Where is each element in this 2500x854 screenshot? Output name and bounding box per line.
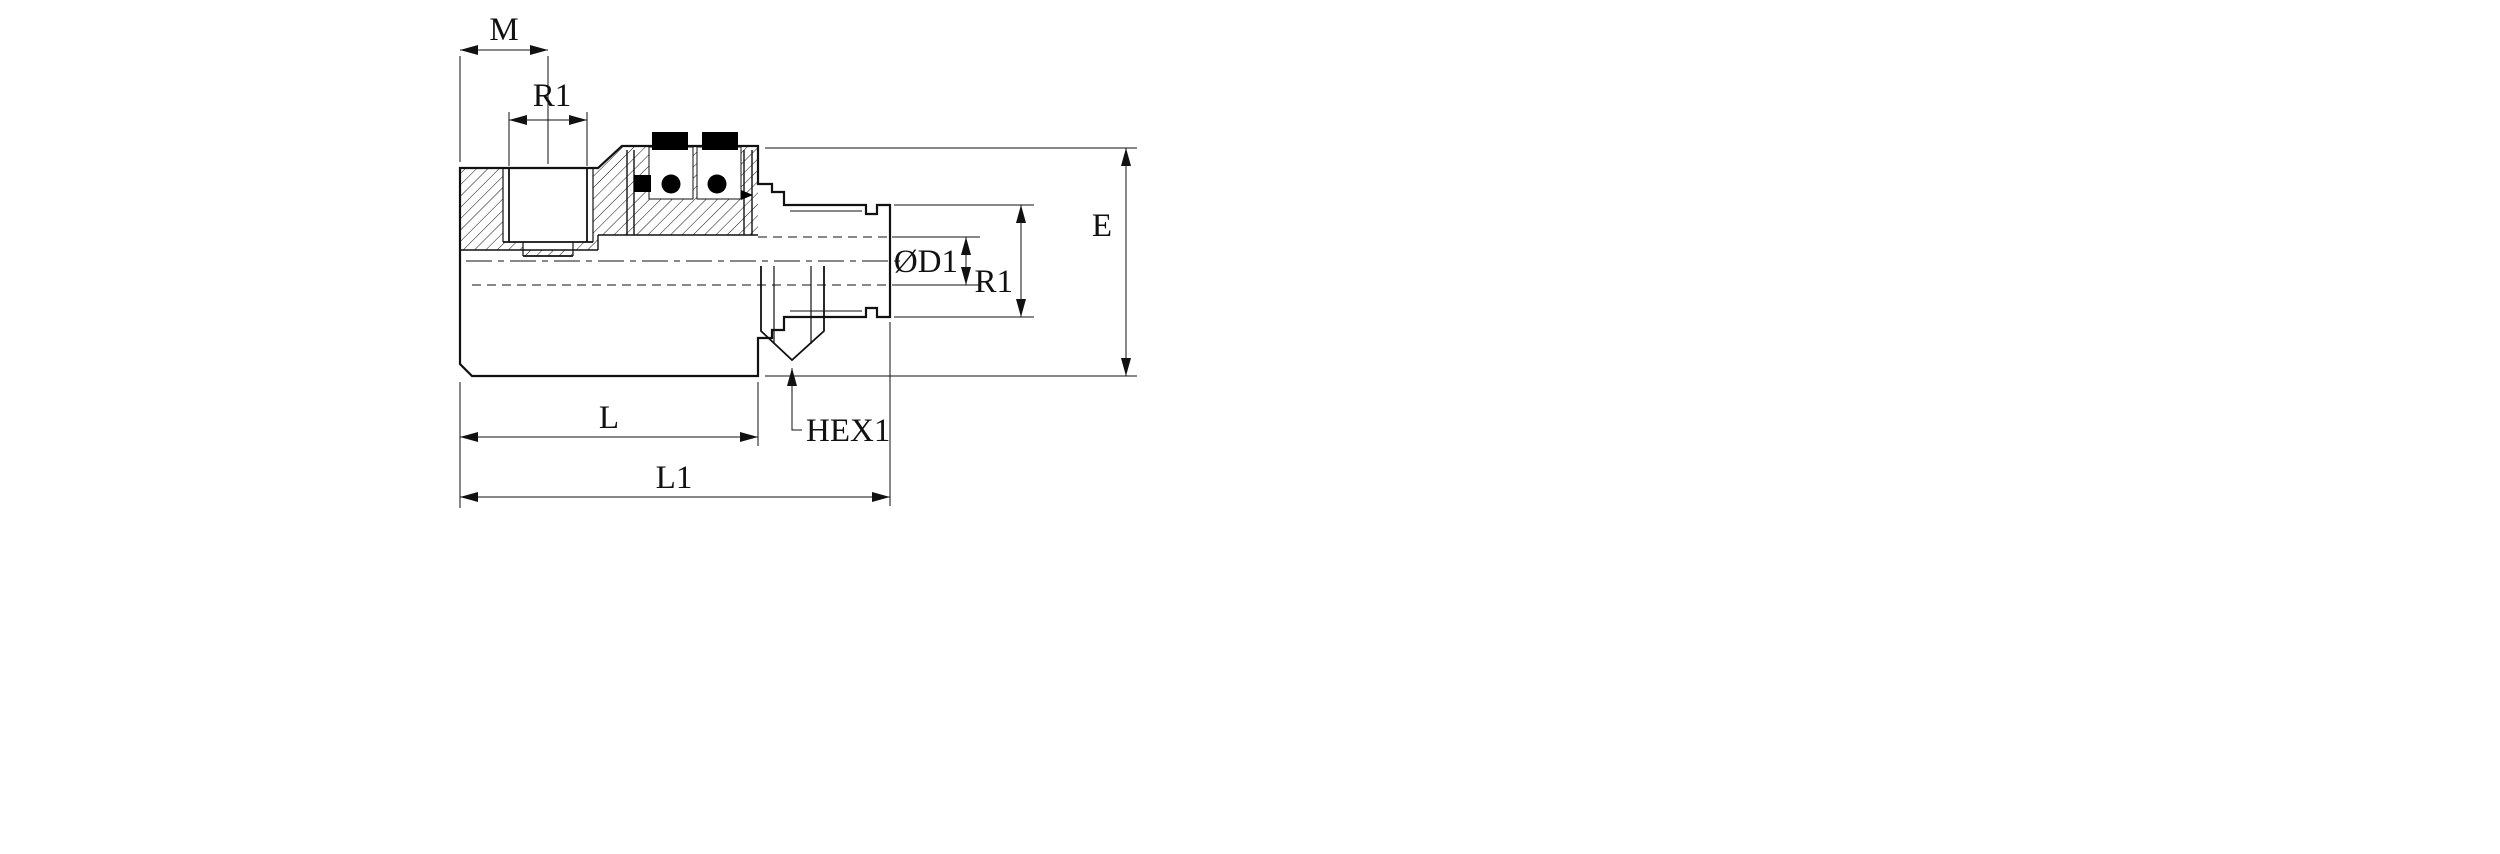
backup-ring-left <box>652 132 688 150</box>
dimension-r1-top: R1 <box>508 78 588 166</box>
dimension-label-l: L <box>599 400 619 436</box>
dimension-od1: ØD1 <box>892 236 980 286</box>
dimension-r1-side: R1 <box>894 204 1034 318</box>
dimension-label-od1: ØD1 <box>894 244 958 280</box>
seal-groove-left <box>648 146 694 200</box>
thread-pocket <box>502 168 594 257</box>
dimension-label-r1-side: R1 <box>974 264 1013 300</box>
o-ring-right <box>707 174 727 194</box>
o-ring-left <box>661 174 681 194</box>
dimension-m: M <box>459 12 549 164</box>
dimension-hex1: HEX1 <box>787 368 890 449</box>
dimension-l: L <box>459 382 759 508</box>
dimension-e: E <box>765 147 1137 377</box>
dimension-label-e: E <box>1092 208 1112 244</box>
seal-pointer-arrow <box>741 190 753 200</box>
square-seal <box>634 175 651 192</box>
part-geometry <box>458 132 906 378</box>
dimension-l1: L1 <box>460 322 891 506</box>
seals <box>634 132 753 200</box>
part-outline <box>458 144 892 378</box>
leader-line-hex1 <box>787 368 802 431</box>
dimension-label-r1-top: R1 <box>533 78 572 114</box>
backup-ring-right <box>702 132 738 150</box>
hex-flats <box>760 266 825 362</box>
dimension-label-hex1: HEX1 <box>806 413 890 449</box>
dimension-label-l1: L1 <box>656 460 693 496</box>
dimension-label-m: M <box>489 12 518 48</box>
dimensions: M R1 E ØD1 R1 <box>459 12 1137 508</box>
